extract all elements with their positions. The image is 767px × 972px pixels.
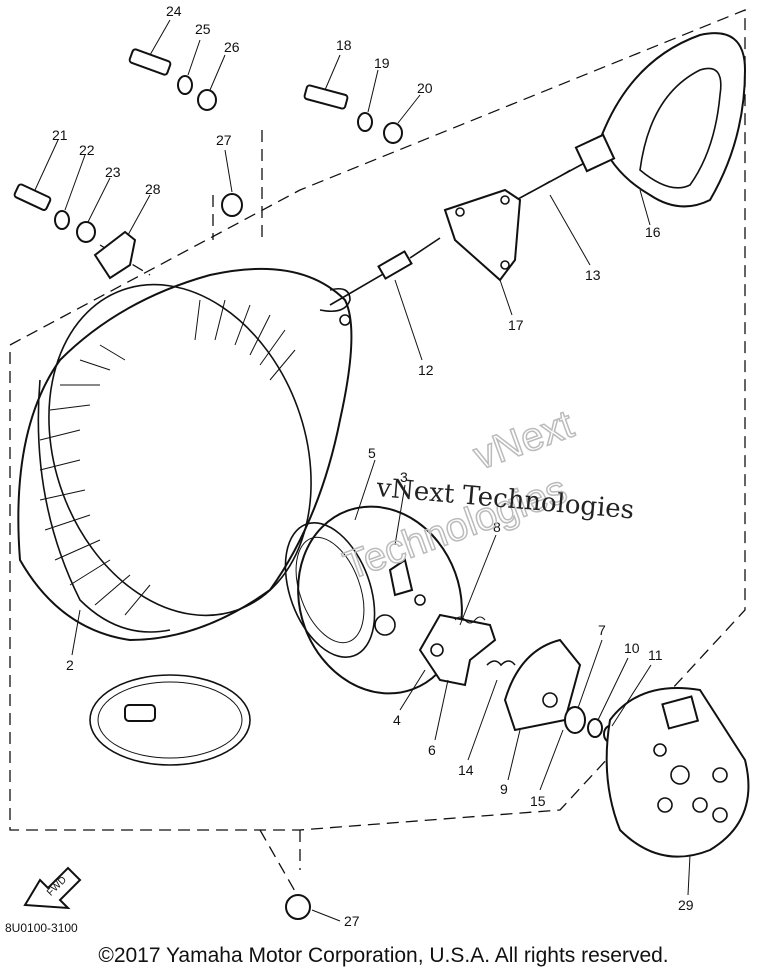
- callout-2: 2: [66, 657, 74, 673]
- callout-12: 12: [418, 362, 434, 378]
- housing-fins: [39, 299, 296, 616]
- callout-3: 3: [400, 469, 408, 485]
- callout-8: 8: [493, 519, 501, 535]
- callout-29: 29: [678, 897, 694, 913]
- callout-25: 25: [195, 21, 211, 37]
- callout-21: 21: [52, 127, 68, 143]
- callout-17: 17: [508, 317, 524, 333]
- callout-20: 20: [417, 80, 433, 96]
- callout-6: 6: [428, 742, 436, 758]
- starter-handle: [574, 32, 747, 208]
- callout-4: 4: [393, 712, 401, 728]
- callout-7: 7: [598, 622, 606, 638]
- callout-27-top: 27: [216, 132, 232, 148]
- callout-19: 19: [374, 55, 390, 71]
- part-code: 8U0100-3100: [5, 921, 78, 935]
- callout-10: 10: [624, 640, 640, 656]
- callout-27-bottom: 27: [344, 913, 360, 929]
- fwd-arrow: FWD: [23, 866, 82, 910]
- callout-labels: 24 25 26 27 21 22 23 28 18 19 20 16 13 1…: [52, 3, 694, 929]
- hardware-bolts: [13, 48, 403, 920]
- callout-15: 15: [530, 793, 546, 809]
- pawl-hardware: [486, 638, 617, 743]
- callout-16: 16: [645, 224, 661, 240]
- callout-28: 28: [145, 181, 161, 197]
- callout-18: 18: [336, 37, 352, 53]
- starter-pawl: [418, 613, 497, 687]
- watermark: vNext Technologies vNext Technologies: [337, 401, 635, 589]
- starter-housing: [17, 267, 353, 642]
- cable-bracket: [443, 188, 522, 282]
- callout-23: 23: [105, 164, 121, 180]
- callout-9: 9: [500, 781, 508, 797]
- callout-5: 5: [368, 445, 376, 461]
- watermark-outline-1: vNext: [468, 402, 579, 478]
- callout-22: 22: [79, 142, 95, 158]
- gasket-loop: [89, 674, 251, 766]
- callout-26: 26: [224, 39, 240, 55]
- copyright-notice: ©2017 Yamaha Motor Corporation, U.S.A. A…: [98, 944, 669, 967]
- starter-cup: [605, 687, 750, 858]
- callout-14: 14: [458, 762, 474, 778]
- callout-13: 13: [585, 267, 601, 283]
- leader-lines: [34, 19, 691, 922]
- callout-24: 24: [166, 3, 182, 19]
- callout-11: 11: [648, 647, 663, 663]
